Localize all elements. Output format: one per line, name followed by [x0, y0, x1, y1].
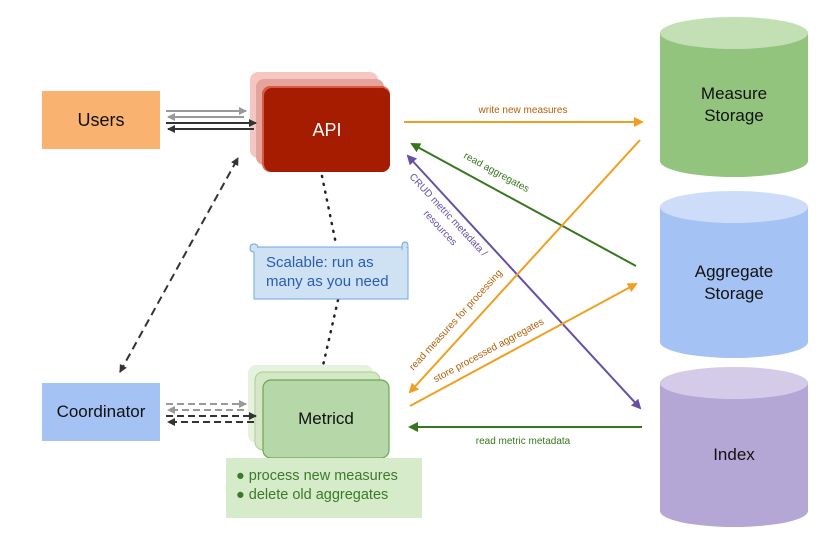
crud-metric-metadata-arrow [406, 154, 642, 410]
aggregate-storage-label: Aggregate Storage [660, 258, 808, 308]
scalable-note-line2: many as you need [266, 273, 389, 290]
api-box [264, 88, 390, 172]
users-api-arrows [166, 107, 257, 133]
index-label: Index [713, 445, 755, 464]
measure-storage-cylinder [660, 17, 808, 177]
metricd-label: Metricd [298, 409, 354, 428]
scalable-note [249, 241, 409, 300]
measure-storage-label-line2: Storage [704, 106, 764, 125]
read-metric-metadata-label: read metric metadata [476, 436, 571, 447]
coordinator-metricd-arrows [166, 400, 257, 426]
users-box [42, 91, 160, 149]
metricd-task-item: ● delete old aggregates [236, 487, 389, 503]
aggregate-storage-label-line1: Aggregate [694, 262, 774, 281]
read-measures-for-processing-arrow [408, 139, 641, 394]
crud-metric-metadata-label-1: CRUD metric metadata / [407, 172, 489, 259]
metricd-stack [248, 365, 390, 459]
metricd-task-item: ● process new measures [236, 468, 398, 484]
read-aggregates-label: read aggregates [462, 151, 531, 196]
aggregate-storage-cylinder [660, 191, 808, 358]
index-cylinder [660, 367, 808, 527]
metricd-tasks-box: ● process new measures ● delete old aggr… [226, 458, 422, 518]
measure-storage-label-line1: Measure [700, 84, 768, 103]
write-new-measures-label: write new measures [478, 105, 568, 116]
scalable-note-line1: Scalable: run as [266, 254, 374, 271]
read-measures-for-processing-label: read measures for processing [407, 268, 504, 373]
api-note-dotted-link [320, 174, 338, 246]
measure-storage-label: Measure Storage [660, 80, 808, 130]
note-metricd-dotted-link [320, 298, 340, 372]
coordinator-box [42, 383, 160, 441]
users-label: Users [77, 109, 125, 130]
aggregate-storage-label-line2: Storage [704, 284, 764, 303]
api-label: API [312, 119, 342, 140]
coordinator-api-arrow [119, 157, 239, 373]
scalable-note-text: Scalable: run as many as you need [252, 246, 408, 298]
coordinator-label: Coordinator [56, 402, 146, 421]
api-stack [250, 72, 390, 172]
store-processed-aggregates-arrow [409, 283, 638, 407]
